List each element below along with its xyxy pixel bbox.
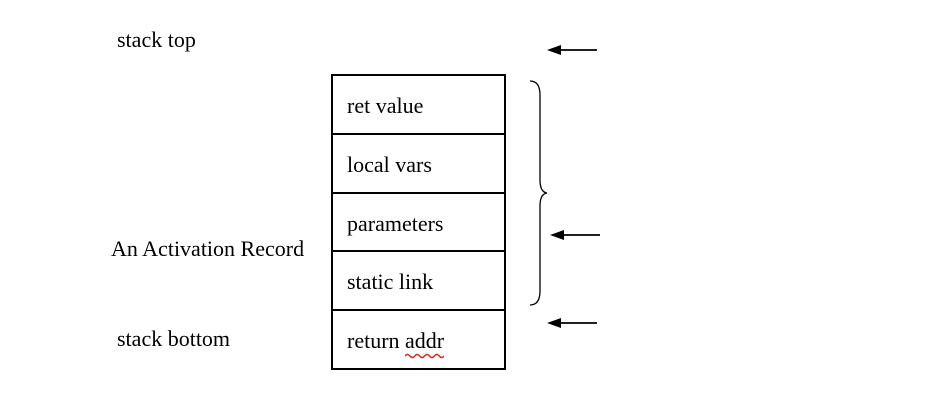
activation-record-label: An Activation Record bbox=[111, 236, 305, 261]
stack-cell-ret-value: ret value bbox=[333, 76, 504, 135]
addr-label: addr bbox=[405, 328, 445, 354]
spellcheck-underline bbox=[405, 353, 445, 359]
stack-top-arrow bbox=[547, 45, 597, 55]
stack-bottom-label: stack bottom bbox=[117, 326, 231, 351]
stack-top-label: stack top bbox=[117, 27, 196, 52]
activation-record-brace bbox=[529, 80, 548, 306]
stack-cell-label: local vars bbox=[347, 151, 432, 177]
stack-cell-return-addr: return addr bbox=[333, 311, 504, 368]
stack-cell-local-vars: local vars bbox=[333, 135, 504, 194]
stack-cell-label: return addr bbox=[347, 328, 445, 359]
stack-cell-label: parameters bbox=[347, 210, 444, 236]
misspelled-word: addr bbox=[405, 328, 445, 359]
stack-frame-box: ret value local vars parameters static l… bbox=[331, 74, 506, 370]
stack-cell-label: static link bbox=[347, 269, 434, 295]
stack-bottom-arrow bbox=[547, 318, 597, 328]
stack-cell-label: ret value bbox=[347, 93, 424, 118]
stack-cell-parameters: parameters bbox=[333, 194, 504, 253]
parameters-arrow bbox=[550, 230, 600, 240]
stack-cell-static-link: static link bbox=[333, 252, 504, 312]
return-label-prefix: return bbox=[347, 328, 406, 354]
